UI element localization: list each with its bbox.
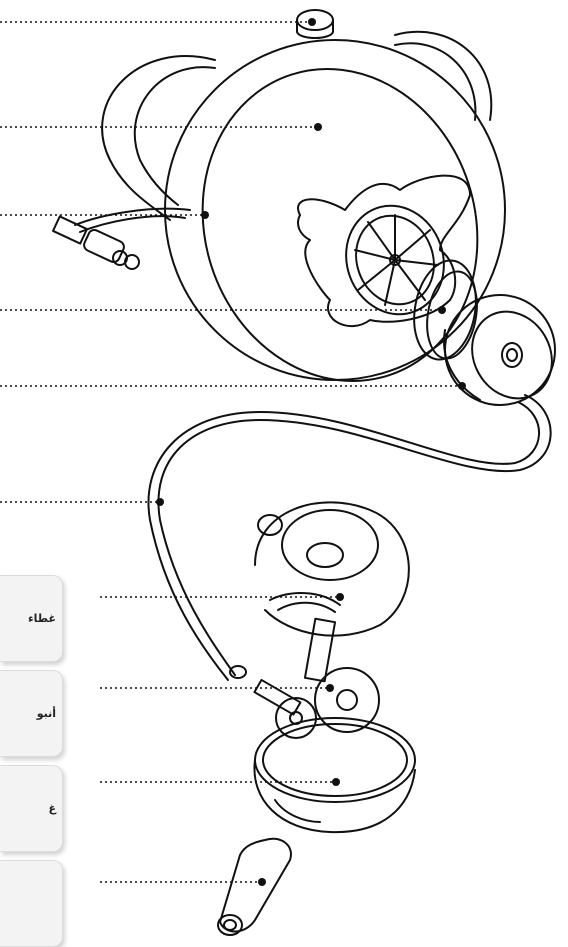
leader-dot <box>438 306 446 314</box>
leader-dot <box>314 123 322 131</box>
cup-lid <box>255 502 409 635</box>
decor-frame <box>298 176 470 327</box>
nozzle-tip <box>218 839 291 935</box>
leader-dot <box>201 211 209 219</box>
hose-connector-cap <box>444 295 567 413</box>
callout-cup-label: غ <box>48 802 62 815</box>
collection-cup <box>254 718 415 832</box>
leader-dot <box>156 498 164 506</box>
callout-tube: أنبو <box>0 670 63 757</box>
left-handle <box>102 56 215 220</box>
leader-dot <box>308 18 316 26</box>
suction-tube <box>148 395 550 680</box>
leader-dot <box>332 778 340 786</box>
callout-lid: غطاء <box>0 575 63 662</box>
leader-dot <box>336 593 344 601</box>
leader-dot <box>258 878 266 886</box>
leader-dot <box>458 382 466 390</box>
callout-nozzle <box>0 860 63 947</box>
callout-lid-label: غطاء <box>28 612 62 625</box>
callout-cup: غ <box>0 765 63 852</box>
right-handle <box>395 32 491 120</box>
callout-tube-label: أنبو <box>37 707 62 720</box>
power-cable <box>53 209 190 269</box>
motor-body <box>165 40 505 380</box>
leader-dot <box>326 684 334 692</box>
